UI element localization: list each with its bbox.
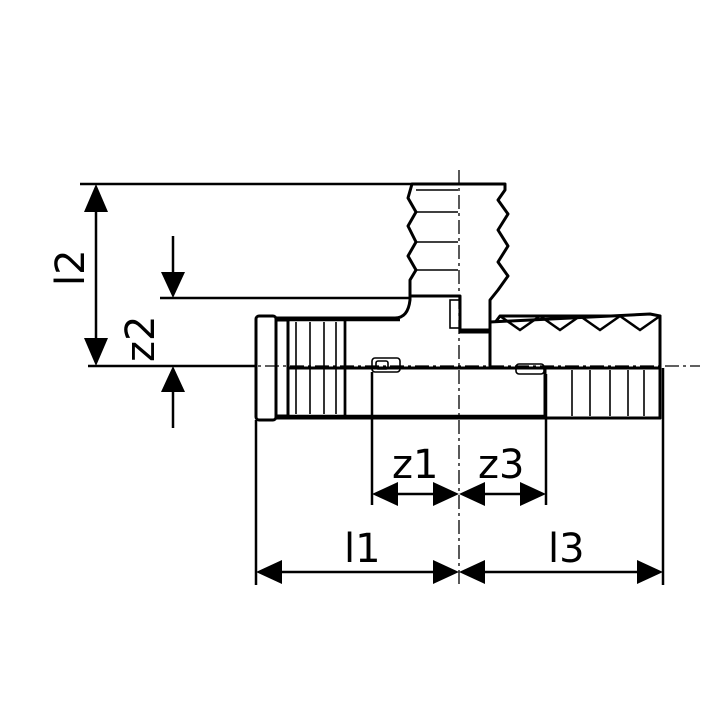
label-l1: l1 [344,526,381,572]
dimension-z1 [372,482,459,506]
dimension-z3 [459,482,546,506]
dimension-z2 [161,236,185,428]
label-z3: z3 [478,442,524,488]
top-branch [406,182,510,332]
inspection-windows [371,357,545,375]
label-z2: z2 [118,316,164,362]
dimension-l3 [459,560,663,584]
right-socket [499,314,662,420]
label-z1: z1 [392,442,438,488]
dimension-l2 [84,184,108,366]
label-l2: l2 [48,249,94,286]
extension-lines [80,182,665,585]
label-l3: l3 [548,526,585,572]
right-branch-body [488,312,662,370]
dimension-l1 [256,560,459,584]
tee-fitting-body [266,294,662,420]
